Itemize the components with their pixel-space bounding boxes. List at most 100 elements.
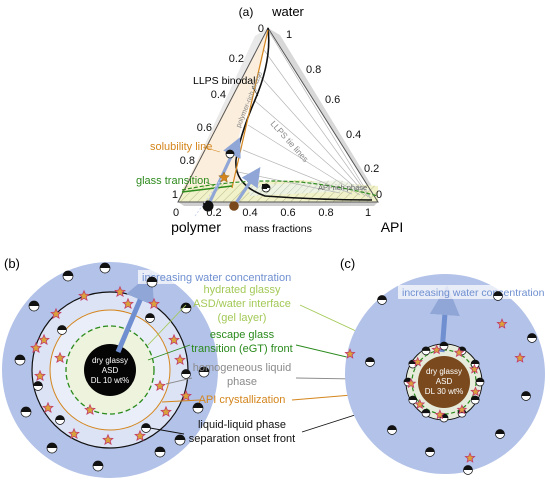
b-droplet-icon: [14, 354, 26, 366]
c-star-icon: [453, 347, 465, 358]
c-core-line-1: dry glassy: [426, 367, 462, 376]
panel-a: (a) water: [136, 4, 403, 235]
apex-water-label: water: [271, 4, 304, 19]
legend-gel-layer: hydrated glassy ASD/water interface (gel…: [193, 284, 291, 324]
b-droplet-icon: [28, 300, 40, 312]
triangle-outline: [177, 26, 379, 203]
api-rich-band: [248, 180, 372, 196]
b-droplet-icon: [198, 366, 210, 378]
legend-gel-line-1: hydrated glassy: [203, 284, 281, 296]
b-star-icon: [174, 353, 186, 366]
b-droplet-icon: [154, 446, 166, 458]
b-star-icon: [148, 297, 160, 310]
b-star-icon: [134, 429, 146, 442]
b-droplet-icon: [55, 415, 65, 425]
c-star-icon: [470, 386, 481, 397]
b-star-icon: [102, 433, 114, 446]
left-axis-ticks: 0 0.2 0.4 0.6 0.8 1: [172, 23, 264, 201]
b-egt-front: [65, 325, 155, 415]
panel-b-label: (b): [4, 256, 20, 271]
c-star-icon: [456, 404, 468, 415]
panel-c-label: (c): [340, 256, 355, 271]
glass-transition-label: glass transition: [136, 175, 209, 187]
c-droplet-icon: [365, 357, 375, 367]
b-star-icon: [180, 389, 192, 402]
right-tick-0: 1: [286, 29, 292, 41]
c-star-icon: [431, 344, 443, 355]
legend-llps-line-1: liquid-liquid phase: [198, 419, 286, 431]
c-droplet-icon: [439, 341, 449, 351]
b-star-icon: [38, 333, 50, 346]
c-core-line-2: ASD: [436, 377, 453, 386]
c-star-icon: [469, 363, 480, 374]
b-arrow-label: increasing water concentration: [142, 272, 291, 284]
b-droplet-icon: [192, 402, 204, 414]
legend-leaders-b: [147, 304, 201, 435]
c-arrow-label: increasing water concentration: [402, 287, 545, 299]
b-droplet-icon: [99, 262, 111, 274]
b-star-icon: [30, 341, 42, 354]
right-tick-1: 0.8: [306, 64, 321, 76]
api-rich-marker: [262, 184, 267, 189]
legend-llps: liquid-liquid phase separation onset fro…: [189, 419, 295, 445]
b-droplet-icon: [62, 270, 74, 282]
solubility-leader: [202, 146, 221, 153]
c-star-icon: [412, 356, 423, 367]
b-droplet-icon: [20, 406, 32, 418]
apex-polymer-label: polymer: [171, 219, 221, 235]
c-droplet-icon: [493, 291, 503, 301]
b-droplet-icon: [46, 442, 58, 454]
b-star-icon: [50, 307, 62, 320]
panel-c: (c) dry glassy ASD DL 30 wt% increasing …: [340, 256, 545, 475]
bottom-axis-ticks: 0 0.2 0.4 0.6 0.8 1: [173, 207, 371, 219]
legend-gel-line-2: ASD/water interface: [193, 298, 291, 310]
b-core: [84, 344, 136, 396]
b-arrow-label-bg: [138, 270, 304, 284]
b-droplet-icon: [141, 423, 151, 433]
bottom-tick-4: 0.8: [318, 207, 333, 219]
b-droplet-icon: [145, 313, 155, 323]
c-droplet-icon: [425, 447, 435, 457]
c-core-line-3: DL 30 wt%: [425, 387, 463, 396]
c-droplet-icon: [470, 395, 480, 405]
solubility-line-label: solubility line: [150, 141, 212, 153]
glass-transition-solid: [181, 185, 233, 193]
dl10-point: [202, 200, 214, 212]
legend-cryst-line-1: API crystallization: [199, 394, 286, 406]
api-rich-label: API-rich phase: [318, 183, 367, 192]
b-star-icon: [84, 403, 96, 416]
dl30-point: [229, 201, 239, 211]
b-star-icon: [34, 369, 46, 382]
c-droplet-icon: [421, 346, 431, 356]
c-droplet-icon: [408, 395, 418, 405]
c-arrow-label-bg: [398, 285, 542, 299]
legend-crystallization: API crystallization: [199, 394, 286, 406]
b-star-icon: [54, 351, 66, 364]
c-star-icon: [344, 348, 356, 359]
c-star-icon: [464, 452, 476, 463]
c-droplet-icon: [521, 391, 531, 401]
b-core-line-3: DL 10 wt%: [91, 376, 129, 385]
b-droplet-icon: [33, 381, 43, 391]
c-star-icon: [414, 398, 426, 409]
c-droplet-icon: [387, 425, 397, 435]
c-droplet-icon: [463, 465, 473, 475]
bottom-tick-0: 0: [173, 207, 179, 219]
b-droplet-icon: [181, 369, 191, 379]
legend-homogeneous: homogeneous liquid phase: [193, 362, 291, 388]
b-markers: [14, 262, 210, 472]
right-tick-4: 0.2: [364, 163, 379, 175]
c-star-icon: [514, 352, 526, 363]
binodal-curve: [235, 27, 373, 201]
legend-egt-line-2: transition (eGT) front: [191, 343, 292, 355]
c-droplet-icon: [421, 408, 431, 418]
glass-leader: [205, 181, 215, 187]
right-axis-ticks: 1 0.8 0.6 0.4 0.2 0: [286, 29, 382, 201]
right-tick-5: 0: [376, 189, 382, 201]
llps-binodal-label: LLPS binodal: [193, 75, 255, 87]
glass-transition-curve: [181, 180, 379, 197]
b-star-icon: [114, 285, 126, 298]
c-star-icon: [405, 378, 417, 389]
legend-homog-line-1: homogeneous liquid: [193, 362, 291, 374]
b-droplet-icon: [174, 434, 186, 446]
